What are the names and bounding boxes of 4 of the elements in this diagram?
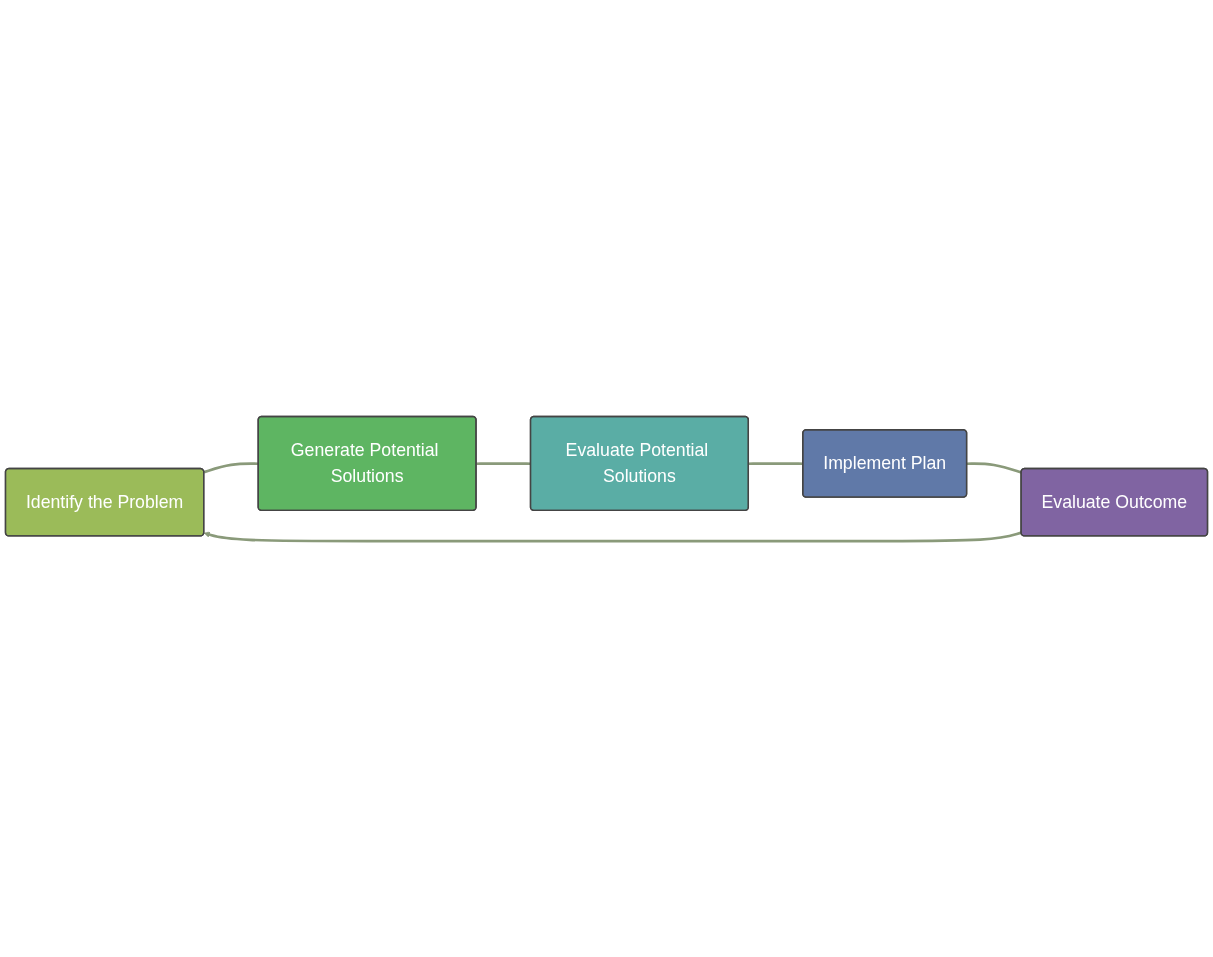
connector (476, 461, 531, 465)
arrow (203, 531, 1022, 543)
connector (203, 462, 259, 474)
connector (966, 462, 1022, 474)
